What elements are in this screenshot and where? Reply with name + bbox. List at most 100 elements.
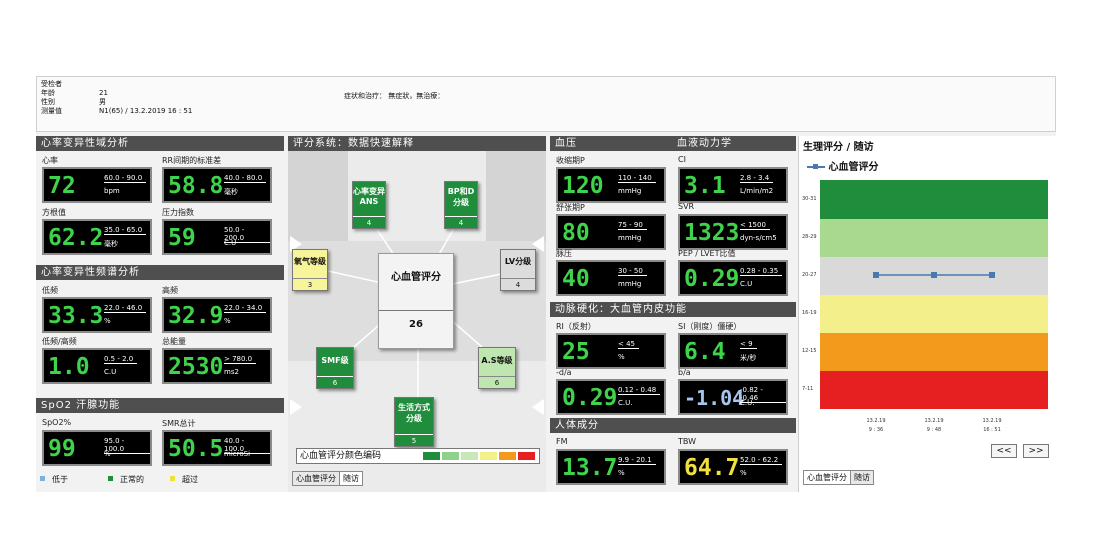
score-box-label: A.S等级 [481, 356, 513, 365]
metric-value: 72 [48, 173, 76, 199]
score-box-ans[interactable]: 心率变异 ANS 4 [352, 181, 386, 229]
metric-unit: L/min/m2 [740, 187, 774, 195]
metric-box-tbw: 64.7 52.0 - 62.2 % [678, 449, 788, 485]
metric-label: 脉压 [556, 249, 572, 258]
metric-label: TBW [678, 437, 696, 446]
metric-unit: 毫秒 [104, 240, 118, 248]
patient-labels: 受检者 年龄 性别 测量值 [41, 80, 62, 116]
score-box-smf[interactable]: SMF级 6 [316, 347, 354, 389]
metric-unit: % [618, 353, 625, 361]
hrv-freq-title: 心率变异性频谱分析 [36, 265, 284, 280]
metric-range: 22.0 - 46.0 [104, 304, 147, 313]
left-arrow-icon[interactable] [290, 399, 302, 415]
metric-label: 低频 [42, 286, 58, 295]
metric-box-svr: 1323 < 1500 dyn-s/cm5 [678, 214, 788, 250]
symptoms-text: 症状和治疗： 無症狀，無治療： [344, 92, 445, 100]
tab-cardio-score[interactable]: 心血管评分 [803, 470, 851, 485]
tab-followup[interactable]: 随访 [850, 470, 874, 485]
metric-label: CI [678, 155, 686, 164]
followup-tabs: 心血管评分随访 [803, 470, 874, 485]
metric-range: 110 - 140 [618, 174, 656, 183]
label-sex: 性别 [41, 98, 55, 106]
metric-box-systolic: 120 110 - 140 mmHg [556, 167, 666, 203]
metric-range: 0.5 - 2.0 [104, 355, 138, 364]
metric-box-hf: 32.9 22.0 - 34.0 % [162, 297, 272, 333]
metric-value: 3.1 [684, 173, 726, 199]
left-arrow-icon[interactable] [290, 236, 302, 252]
metric-label: SMR总计 [162, 419, 196, 428]
score-box-as[interactable]: A.S等级 6 [478, 347, 516, 389]
label-age: 年龄 [41, 89, 55, 97]
metric-unit: 米/秒 [740, 354, 757, 362]
metric-unit: mmHg [618, 280, 642, 288]
series-line-icon [807, 164, 825, 169]
metric-range: 35.0 - 65.0 [104, 226, 147, 235]
score-box-label: BP和D分级 [447, 187, 475, 207]
metric-label: 低频/高频 [42, 337, 77, 346]
y-axis-label: 7-11 [802, 386, 814, 392]
y-axis-label: 20-27 [802, 272, 817, 278]
metric-range: 22.0 - 34.0 [224, 304, 267, 313]
metric-value: 32.9 [168, 303, 224, 329]
x-date: 13.2.19 [866, 418, 886, 424]
legend-color-swatch [461, 452, 478, 460]
metric-box-rr-sd: 58.8 40.0 - 80.0 毫秒 [162, 167, 272, 203]
metric-value: 6.4 [684, 339, 726, 365]
score-legend-label: 心血管评分颜色编码 [300, 451, 382, 461]
metric-value: 13.7 [562, 455, 618, 481]
tab-followup[interactable]: 随访 [339, 471, 363, 486]
y-axis-label: 12-15 [802, 348, 817, 354]
score-box-lifestyle[interactable]: 生活方式分级 5 [394, 397, 434, 447]
metric-value: 58.8 [168, 173, 224, 199]
metric-range: > 780.0 [224, 355, 257, 364]
legend-color-swatch [423, 452, 440, 460]
band-7-11 [820, 371, 1048, 409]
metric-range: < 45 [618, 340, 639, 349]
metric-box-si: 6.4 < 9 米/秒 [678, 333, 788, 369]
legend-swatch-normal [108, 476, 113, 481]
metric-value: 40 [562, 266, 590, 292]
metric-unit: dyn-s/cm5 [740, 234, 777, 242]
metric-value: 1.0 [48, 354, 90, 380]
metric-label: b/a [678, 368, 691, 377]
metric-box-fm: 13.7 9.9 - 20.1 % [556, 449, 666, 485]
metric-range: 40.0 - 100.0 [224, 437, 270, 454]
metric-unit: ms2 [224, 368, 239, 376]
metric-label: 舒张期P [556, 203, 585, 212]
metric-box-lf: 33.3 22.0 - 46.0 % [42, 297, 152, 333]
metric-unit: C.U. [618, 399, 633, 407]
right-arrow-icon[interactable] [532, 236, 544, 252]
metric-value: 0.29 [684, 266, 740, 292]
next-button[interactable]: >> [1023, 444, 1049, 458]
metric-label: 总能量 [162, 337, 186, 346]
metric-range: 0.28 - 0.35 [740, 267, 783, 276]
score-box-oxygen[interactable]: 氧气等级 3 [292, 249, 328, 291]
score-box-lv[interactable]: LV分级 4 [500, 249, 536, 291]
x-axis-label: 13.2.19 16 : 51 [972, 418, 1012, 433]
app-window: 受检者 年龄 性别 测量值 21 男 N1(65) / 13.2.2019 16… [36, 76, 1056, 492]
metric-value: -1.04 [684, 386, 745, 410]
score-box-bp[interactable]: BP和D分级 4 [444, 181, 478, 229]
followup-legend: 心血管评分 [807, 158, 878, 173]
hrv-time-title: 心率变异性域分析 [36, 136, 284, 151]
prev-button[interactable]: << [991, 444, 1017, 458]
age-value: 21 [99, 89, 108, 97]
score-box-value: 3 [293, 278, 327, 290]
metric-unit: % [618, 469, 625, 477]
metric-unit: C.U. [740, 399, 755, 407]
metric-label: SI（刚度）僵硬） [678, 322, 742, 331]
metric-value: 50.5 [168, 436, 224, 462]
metric-unit: C.U [224, 239, 237, 247]
tab-cardio-score[interactable]: 心血管评分 [292, 471, 340, 486]
body-comp-title: 人体成分 [550, 418, 796, 433]
y-axis-label: 28-29 [802, 234, 817, 240]
metric-range: < 1500 [740, 221, 770, 230]
metric-label: FM [556, 437, 568, 446]
legend-swatch-below [40, 476, 45, 481]
main-score-box[interactable]: 心血管评分 26 [378, 253, 454, 349]
band-30-31 [820, 180, 1048, 219]
center-tabs: 心血管评分随访 [292, 471, 363, 486]
score-box-label: 生活方式分级 [398, 403, 430, 423]
score-box-value: 4 [445, 216, 477, 228]
right-arrow-icon[interactable] [532, 399, 544, 415]
